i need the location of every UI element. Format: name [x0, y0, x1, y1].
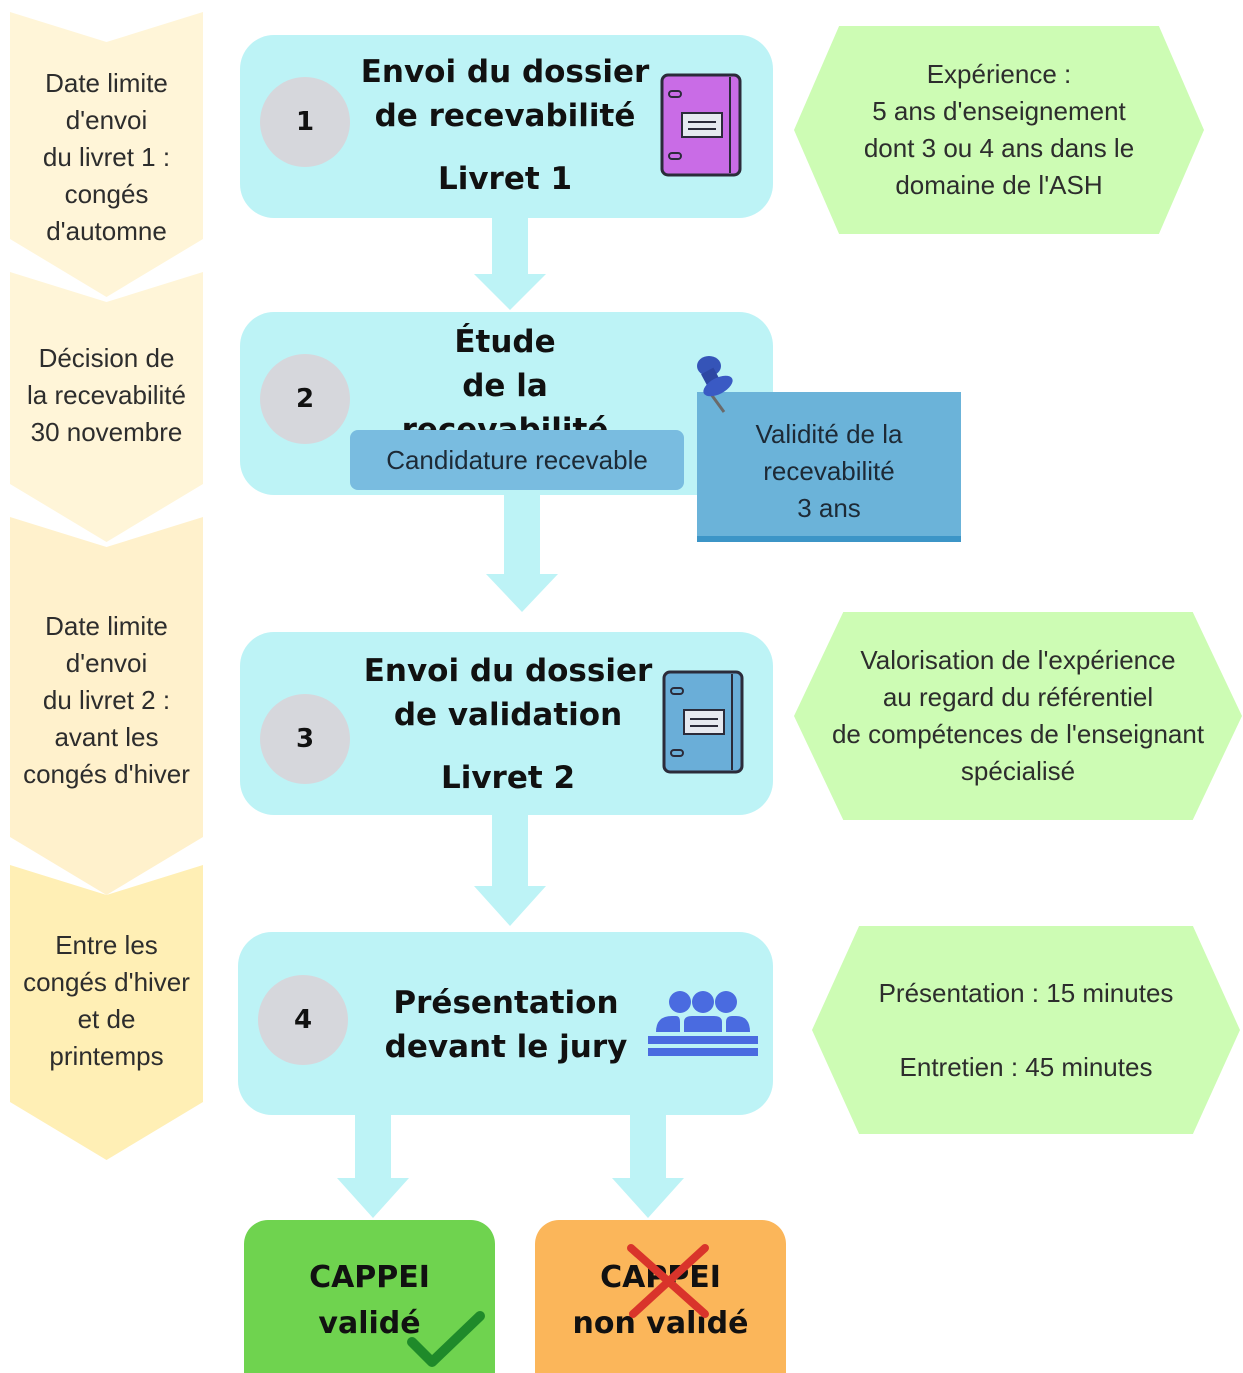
step-1-number: 1 [260, 77, 350, 167]
step-3-title-line: Envoi du dossier [363, 653, 653, 689]
step-4-box: 4 Présentation devant le jury [238, 932, 773, 1115]
validity-note-line: recevabilité [763, 456, 895, 486]
hexagon-valorisation-line: de compétences de l'enseignant [831, 719, 1205, 749]
timeline-1-line: d'envoi [65, 105, 148, 135]
hexagon-valorisation-line: au regard du référentiel [882, 682, 1154, 712]
validity-note-line: Validité de la [755, 419, 903, 449]
hexagon-experience-line: domaine de l'ASH [895, 170, 1103, 200]
timeline-4-line: Entre les [55, 930, 158, 960]
timeline-chevron-2: Décision de la recevabilité 30 novembre [10, 272, 203, 542]
timeline-1-line: d'automne [46, 216, 167, 246]
result-not-validated-line: non validé [572, 1306, 749, 1341]
step-3-number: 3 [260, 694, 350, 784]
arrow-step3-to-step4 [474, 808, 546, 926]
timeline-chevron-3: Date limite d'envoi du livret 2 : avant … [10, 517, 203, 895]
step-4-title-line: devant le jury [384, 1029, 628, 1065]
checkmark-icon [407, 1311, 485, 1367]
jury-icon [648, 991, 758, 1056]
timeline-1-line: Date limite [45, 68, 168, 98]
arrow-step4-to-not-validated [612, 1110, 684, 1218]
hexagon-valorisation: Valorisation de l'expérience au regard d… [794, 612, 1242, 820]
step-1-title-line: de recevabilité [374, 98, 636, 134]
timeline-1-line: congés [64, 179, 149, 209]
hexagon-experience: Expérience : 5 ans d'enseignement dont 3… [794, 26, 1204, 234]
hexagon-durations-line [879, 1012, 1174, 1049]
timeline-4-line: et de [77, 1004, 136, 1034]
step-1-title-line: Envoi du dossier [360, 54, 650, 90]
arrow-step4-to-validated [337, 1110, 409, 1218]
timeline-3-line: du livret 2 : [42, 685, 171, 715]
step-2-number: 2 [260, 354, 350, 444]
hexagon-valorisation-line: spécialisé [960, 756, 1076, 786]
timeline-2-line: Décision de [38, 343, 175, 373]
purple-notebook-icon [660, 73, 742, 177]
blue-notebook-icon [662, 670, 744, 774]
result-validated-line: validé [318, 1306, 421, 1341]
step-3-title-line: de validation [393, 697, 623, 733]
arrow-step2-to-step3 [486, 490, 558, 612]
timeline-2-line: la recevabilité [27, 380, 186, 410]
result-validated-line: CAPPEI [309, 1260, 430, 1295]
step-1-box: 1 Envoi du dossier de recevabilité Livre… [240, 35, 773, 218]
timeline-chevron-1: Date limite d'envoi du livret 1 : congés… [10, 12, 203, 297]
timeline-4-line: congés d'hiver [23, 967, 190, 997]
timeline-3-line: Date limite [45, 611, 168, 641]
step-3-box: 3 Envoi du dossier de validation Livret … [240, 632, 773, 815]
hexagon-durations: Présentation : 15 minutes Entretien : 45… [812, 926, 1240, 1134]
arrow-step1-to-step2 [474, 210, 546, 310]
hexagon-experience-line: Expérience : [926, 59, 1072, 89]
hexagon-valorisation-line: Valorisation de l'expérience [860, 645, 1176, 675]
step-2-title-line: Étude [454, 324, 556, 360]
timeline-1-line: du livret 1 : [42, 142, 171, 172]
timeline-3-line: congés d'hiver [23, 759, 190, 789]
validity-note-line: 3 ans [797, 493, 861, 523]
hexagon-experience-line: 5 ans d'enseignement [872, 96, 1126, 126]
timeline-3-line: avant les [54, 722, 159, 752]
step-2-box: 2 Étude de la recevabilité Candidature r… [240, 312, 773, 495]
candidature-recevable-tag: Candidature recevable [350, 430, 684, 490]
hexagon-durations-line: Entretien : 45 minutes [899, 1051, 1153, 1082]
step-4-title-line: Présentation [393, 985, 619, 1021]
hexagon-experience-line: dont 3 ou 4 ans dans le [863, 133, 1135, 163]
timeline-3-line: d'envoi [65, 648, 148, 678]
validity-note: Validité de la recevabilité 3 ans [697, 392, 961, 542]
timeline-chevron-4: Entre les congés d'hiver et de printemps [10, 865, 203, 1160]
result-validated: CAPPEI validé [244, 1220, 495, 1373]
step-3-subtitle: Livret 2 [440, 760, 576, 796]
cross-icon [627, 1244, 709, 1318]
hexagon-durations-line: Présentation : 15 minutes [878, 977, 1174, 1008]
step-4-number: 4 [258, 975, 348, 1065]
step-1-subtitle: Livret 1 [437, 161, 573, 197]
timeline-2-line: 30 novembre [30, 417, 183, 447]
pushpin-icon [697, 356, 733, 413]
timeline-4-line: printemps [49, 1041, 164, 1071]
result-not-validated: CAPPEI non validé [535, 1220, 786, 1373]
